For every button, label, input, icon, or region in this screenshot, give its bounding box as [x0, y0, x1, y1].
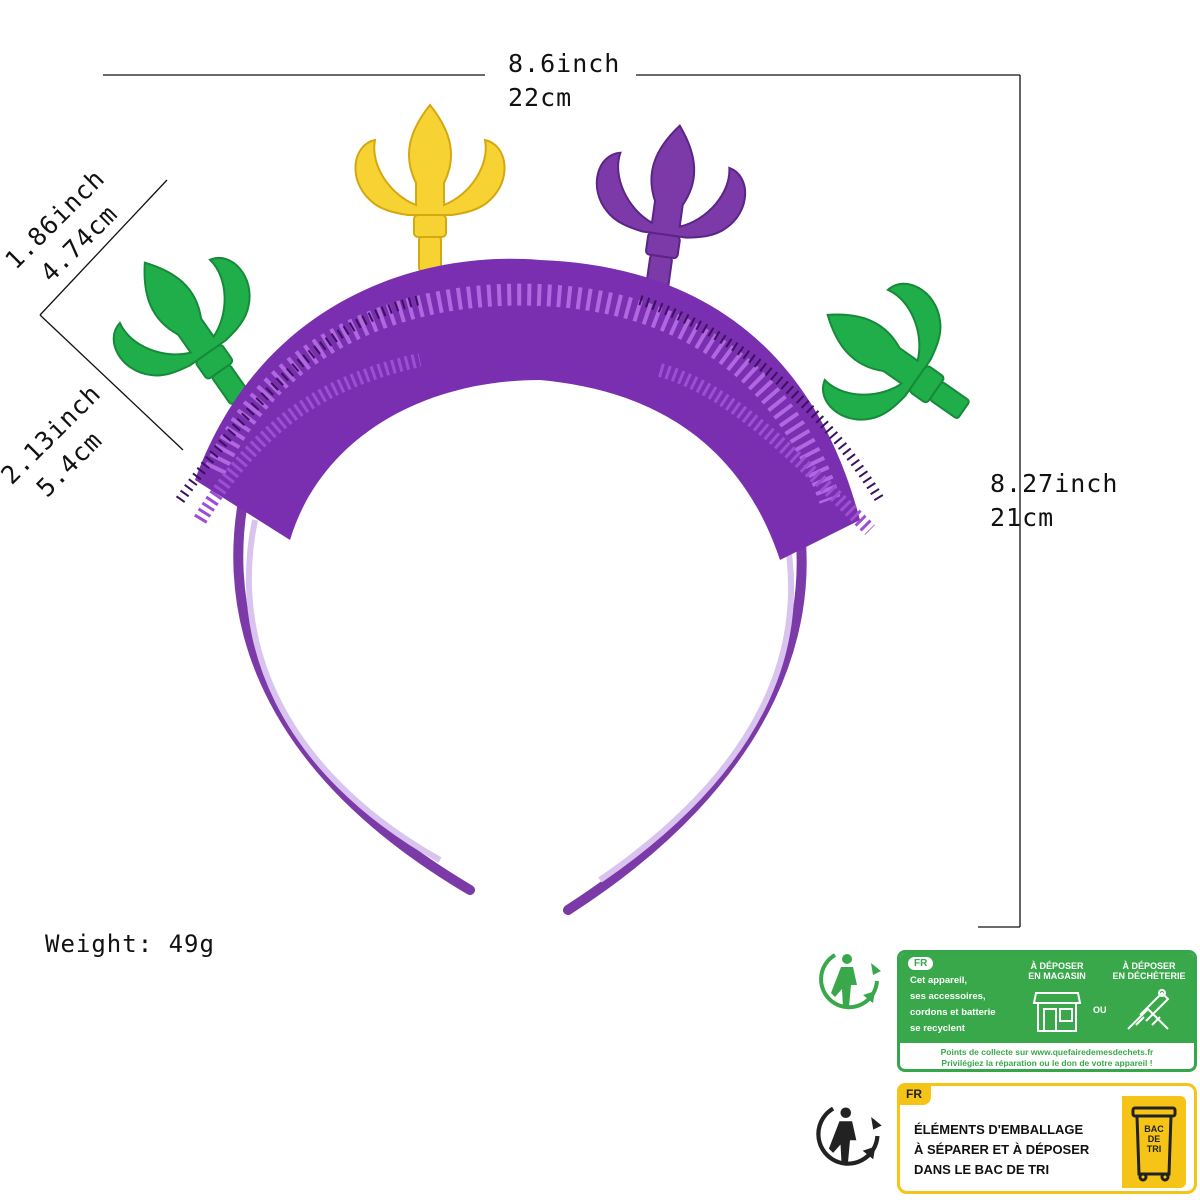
- bin-label: BAC DE TRI: [1144, 1124, 1164, 1154]
- triman-icon: [816, 1106, 882, 1166]
- or-text: OU: [1093, 1005, 1107, 1015]
- packaging-text: ÉLÉMENTS D'EMBALLAGE À SÉPARER ET À DÉPO…: [914, 1122, 1090, 1177]
- height-inch: 8.27inch: [990, 469, 1119, 498]
- diag-line-lower: [39, 314, 184, 451]
- width-inch: 8.6inch: [508, 49, 621, 78]
- waste-disposal-icon: [1127, 989, 1170, 1030]
- headband-band-left: [233, 465, 475, 895]
- fleur-yellow: [354, 104, 506, 272]
- fr-badge: FR: [908, 957, 934, 970]
- height-cm: 21cm: [990, 503, 1055, 532]
- green-label-panel: FR Cet appareil, ses accessoires, cordon…: [900, 953, 1194, 1043]
- tinsel: [175, 258, 885, 560]
- recycle-text: Cet appareil, ses accessoires, cordons e…: [910, 975, 996, 1034]
- recycling-bin-icon: [1131, 1106, 1177, 1182]
- triman-icon: [819, 953, 881, 1010]
- dump-heading: À DÉPOSER EN DÉCHÈTERIE: [1112, 961, 1186, 981]
- shop-heading: À DÉPOSER EN MAGASIN: [1028, 961, 1086, 981]
- width-cm: 22cm: [508, 83, 573, 112]
- headband: [233, 465, 807, 915]
- electronic-recycling-label: FR Cet appareil, ses accessoires, cordon…: [897, 950, 1197, 1072]
- height-label: 8.27inch 21cm: [990, 467, 1118, 535]
- collection-footer: Points de collecte sur www.quefairedemes…: [940, 1047, 1154, 1068]
- diag-line-upper: [39, 179, 168, 316]
- dimension-lines: [39, 74, 1021, 928]
- width-label: 8.6inch 22cm: [508, 47, 620, 115]
- packaging-sorting-label: FR ÉLÉMENTS D'EMBALLAGE À SÉPARER ET À D…: [897, 1083, 1197, 1194]
- fr-badge: FR: [897, 1083, 931, 1105]
- shop-icon: [1032, 992, 1082, 1032]
- weight-label: Weight: 49g: [45, 930, 215, 958]
